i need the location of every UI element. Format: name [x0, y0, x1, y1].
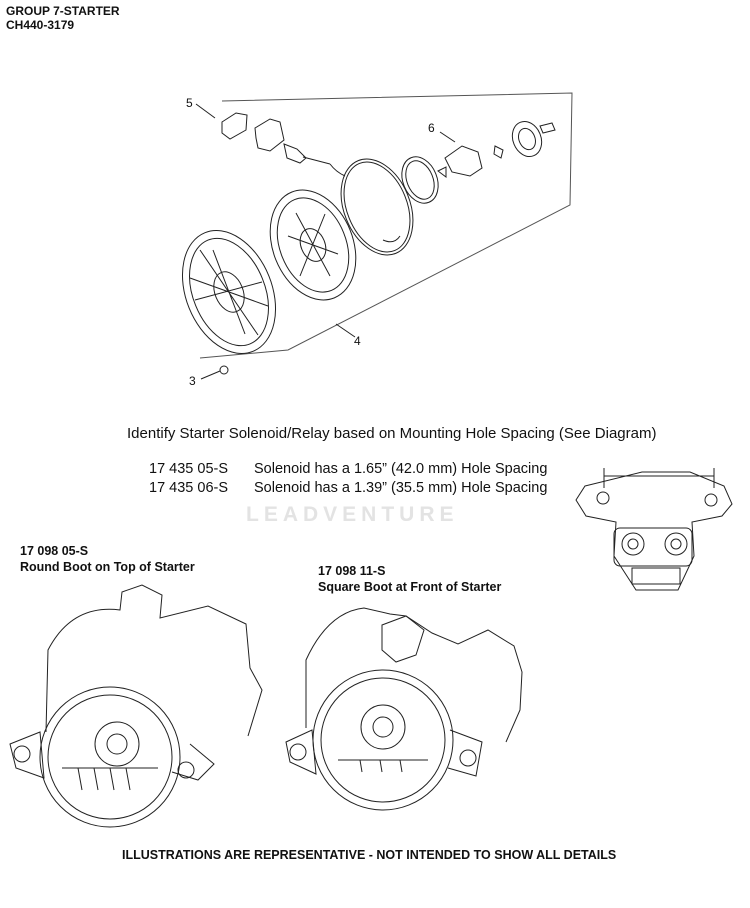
callout-5: 5 [186, 96, 193, 110]
starter-motor-square-boot [285, 607, 523, 811]
leader-3 [200, 370, 221, 380]
solenoid-desc-1: Solenoid has a 1.65” (42.0 mm) Hole Spac… [254, 461, 548, 477]
callout-4: 4 [354, 334, 361, 348]
rope-pulley [269, 189, 357, 301]
footer-note: ILLUSTRATIONS ARE REPRESENTATIVE - NOT I… [122, 848, 617, 862]
watermark: LEADVENTURE [246, 503, 459, 526]
solenoid-part-2: 17 435 06-S [149, 480, 229, 496]
leader-4 [335, 323, 356, 338]
solenoid-part-1: 17 435 05-S [149, 461, 229, 477]
housing-screw [219, 365, 229, 375]
starter-part-2: 17 098 11-S [318, 564, 386, 578]
starter-motor-round-boot [9, 584, 263, 828]
starter-housing [181, 230, 277, 354]
model-number: CH440-3179 [6, 18, 75, 32]
leader-6 [439, 131, 456, 143]
starter-part-1: 17 098 05-S [20, 544, 89, 558]
solenoid-desc-2: Solenoid has a 1.39” (35.5 mm) Hole Spac… [254, 480, 548, 496]
solenoid-mounting-diagram [575, 468, 733, 591]
starter-desc-2: Square Boot at Front of Starter [318, 580, 502, 594]
starter-desc-1: Round Boot on Top of Starter [20, 560, 195, 574]
group-title: GROUP 7-STARTER [6, 4, 120, 18]
retainer-parts-6 [401, 145, 504, 204]
drive-cup [511, 121, 556, 157]
assembly-frame [199, 92, 573, 359]
leader-5 [195, 103, 216, 119]
callout-6: 6 [428, 121, 435, 135]
callout-3: 3 [189, 374, 196, 388]
pawl-parts-5 [221, 112, 331, 165]
recoil-spring [329, 158, 414, 256]
identify-instruction: Identify Starter Solenoid/Relay based on… [127, 425, 657, 442]
